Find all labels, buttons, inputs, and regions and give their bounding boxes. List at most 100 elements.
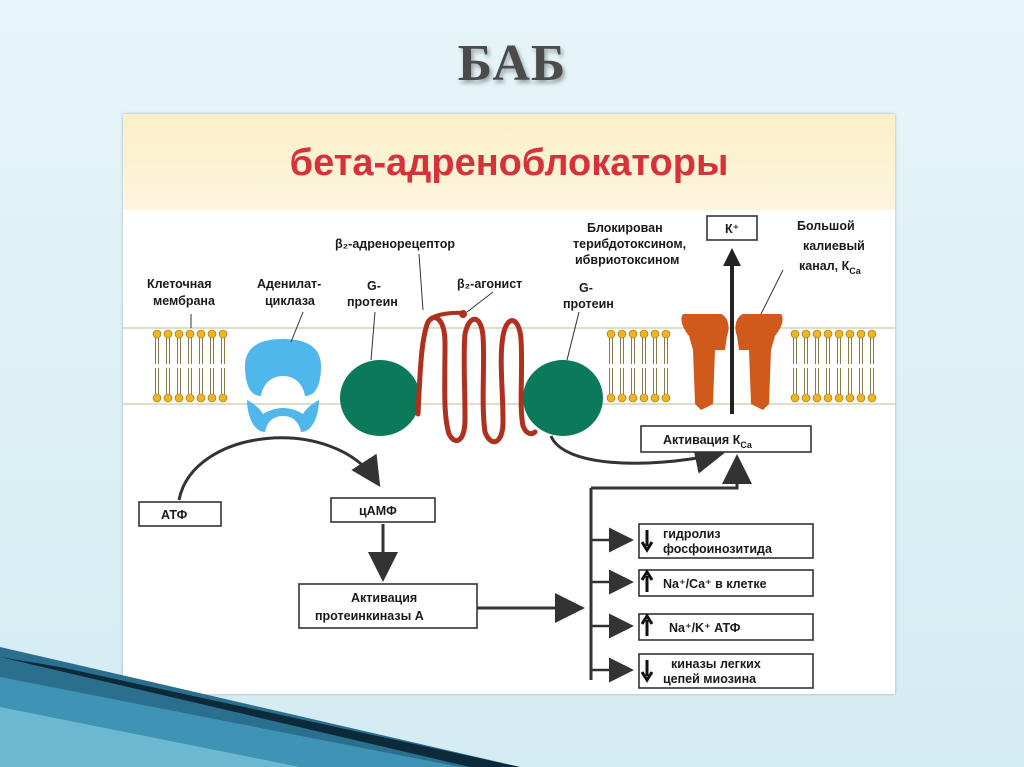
lipid-head — [790, 393, 800, 403]
lipid-head — [845, 329, 855, 339]
lipid-tail — [653, 338, 657, 364]
lipid-tail — [870, 338, 874, 364]
g-protein-2-shape — [523, 360, 603, 436]
label-membrane-1: Клеточная — [147, 277, 212, 291]
lipid-head — [856, 329, 866, 339]
effect-1-line-2: фосфоинозитида — [663, 542, 773, 556]
activation-kca-text: Активация К — [663, 433, 741, 447]
label-gprotein1-1: G- — [367, 279, 381, 293]
activation-kca-sub: Ca — [740, 440, 752, 450]
label-channel-3: канал, КCa — [799, 259, 862, 276]
effect-4-line-1: киназы легких — [671, 657, 761, 671]
lipid-tail — [199, 338, 203, 364]
lipid-head — [185, 393, 195, 403]
lipid-tail — [848, 338, 852, 364]
label-channel-1: Большой — [797, 219, 855, 233]
camp-label: цАМФ — [359, 504, 397, 518]
lipid-tail — [815, 338, 819, 364]
lipid-tail — [859, 338, 863, 364]
lipid-head — [639, 393, 649, 403]
lipid-head — [867, 393, 877, 403]
atp-label: АТФ — [161, 508, 188, 522]
lipid-head — [218, 329, 228, 339]
lipid-head — [856, 393, 866, 403]
pka-label-1: Активация — [351, 591, 417, 605]
lipid-head — [639, 329, 649, 339]
lipid-tail — [870, 368, 874, 394]
panel-header — [123, 114, 895, 210]
label-blocked-2: терибдотоксином, — [573, 237, 686, 251]
activation-kca-label: Активация КCa — [663, 433, 753, 450]
lipid-tail — [793, 368, 797, 394]
lipid-head — [207, 329, 217, 339]
atp-box — [138, 501, 222, 527]
pka-label-2: протеинкиназы А — [315, 609, 424, 623]
lipid-head — [606, 393, 616, 403]
lipid-tail — [804, 338, 808, 364]
lipid-bilayer — [152, 329, 877, 403]
panel-title: бета-адреноблокаторы — [289, 142, 729, 184]
lipid-head — [617, 329, 627, 339]
lipid-tail — [188, 338, 192, 364]
k-ion-box — [706, 215, 758, 241]
gprotein2-pointer — [566, 311, 580, 361]
lipid-tail — [826, 338, 830, 364]
agonist-pointer — [466, 291, 494, 313]
label-gprotein1-2: протеин — [347, 295, 398, 309]
label-channel-3-sub: Ca — [849, 266, 861, 276]
lipid-head — [606, 329, 616, 339]
down-arrow-icon — [640, 530, 654, 553]
lipid-tail — [804, 368, 808, 394]
label-adenylate-2: циклаза — [265, 294, 316, 308]
lipid-tail — [177, 338, 181, 364]
lipid-tail — [166, 338, 170, 364]
corner-black-stripe — [0, 657, 520, 767]
lipid-head — [152, 393, 162, 403]
lipid-head — [812, 393, 822, 403]
lipid-tail — [837, 338, 841, 364]
diagram-panel: бета-адреноблокаторы — [123, 114, 895, 694]
lipid-tail — [642, 338, 646, 364]
lipid-tail — [653, 368, 657, 394]
lipid-tail — [221, 368, 225, 394]
effect-box-4 — [638, 653, 814, 689]
effect-1-line-1: гидролиз — [663, 527, 721, 541]
lipid-head — [823, 393, 833, 403]
beta2-receptor-shape — [415, 315, 538, 445]
corner-light-band — [0, 707, 300, 767]
lipid-tail — [631, 338, 635, 364]
effect-3-label: Na⁺/K⁺ АТФ — [669, 621, 741, 635]
k-channel-left — [681, 314, 729, 410]
lipid-tail — [631, 368, 635, 394]
g-protein-1-shape — [340, 360, 420, 436]
gprotein1-pointer — [370, 311, 376, 361]
lipid-tail — [210, 338, 214, 364]
atp-to-camp-arrow — [177, 436, 381, 501]
lipid-tail — [155, 368, 159, 394]
label-gprotein2-2: протеин — [563, 297, 614, 311]
lipid-tail — [837, 368, 841, 394]
lipid-tail — [177, 368, 181, 394]
effect-box-2 — [638, 569, 814, 597]
down-arrow-icon — [640, 660, 654, 683]
lipid-tail — [609, 368, 613, 394]
label-blocked-1: Блокирован — [587, 221, 663, 235]
adenylate-cyclase-shape — [245, 339, 321, 396]
label-channel-2: калиевый — [803, 239, 865, 253]
lipid-tail — [620, 368, 624, 394]
lipid-head — [207, 393, 217, 403]
lipid-head — [152, 329, 162, 339]
label-gprotein2-1: G- — [579, 281, 593, 295]
lipid-head — [867, 329, 877, 339]
effect-box-3 — [638, 613, 814, 641]
lipid-tail — [221, 338, 225, 364]
up-arrow-icon — [640, 613, 654, 636]
label-membrane-2: мембрана — [153, 294, 216, 308]
lipid-head — [801, 329, 811, 339]
lipid-head — [196, 393, 206, 403]
lipid-head — [823, 329, 833, 339]
lipid-tail — [199, 368, 203, 394]
lipid-tail — [664, 338, 668, 364]
lipid-tail — [166, 368, 170, 394]
signal-pathway-diagram: Клеточная мембрана Аденилат- циклаза G- … — [123, 215, 895, 689]
